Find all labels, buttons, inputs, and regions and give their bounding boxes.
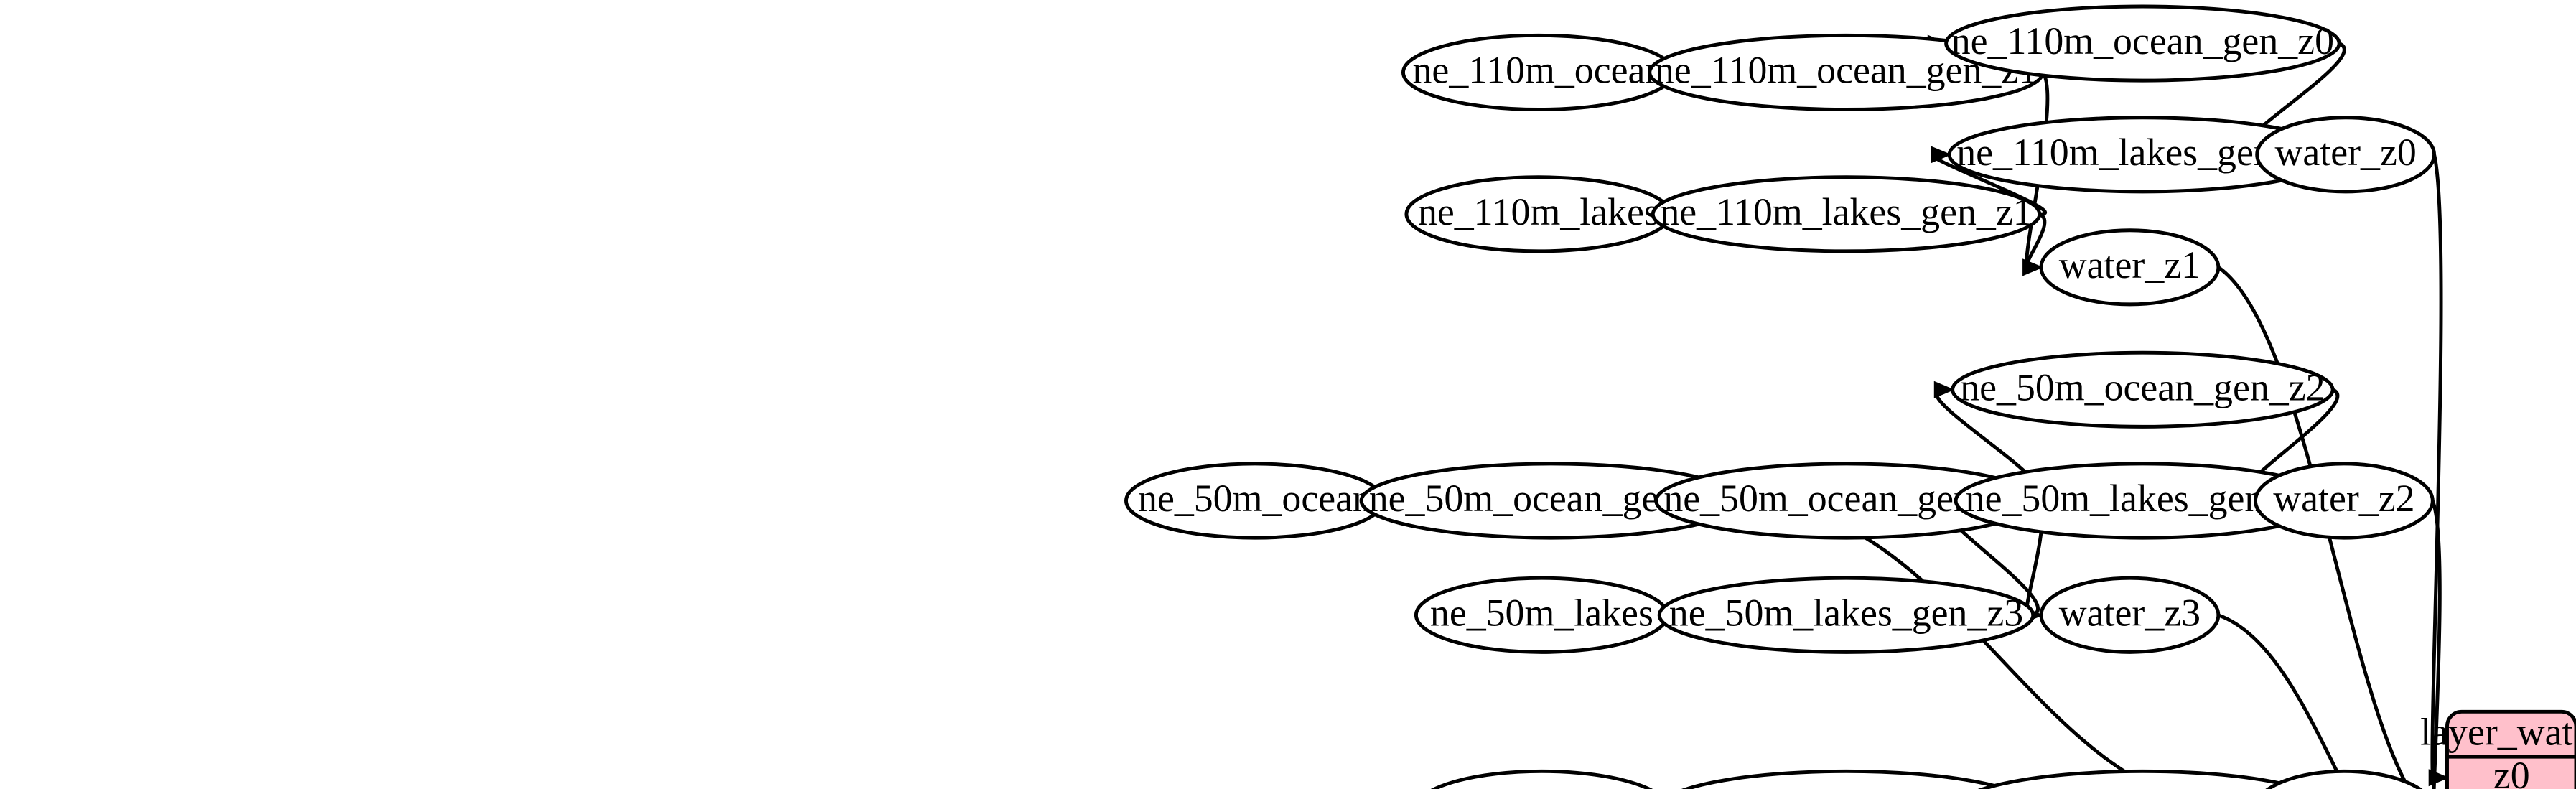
table-node-title: layer_water bbox=[2420, 710, 2576, 753]
node-shape bbox=[1681, 769, 2012, 789]
table-node-layer-water[interactable]: layer_waterz0z1z2z3z4z5z6z7z8z9z10z11z12… bbox=[2420, 709, 2576, 789]
node-label: ne_110m_ocean bbox=[1413, 49, 1665, 92]
graph-node-ne_110m_ocean_gen_z0[interactable]: ne_110m_ocean_gen_z0 bbox=[1944, 4, 2341, 83]
graph-node-water_z1[interactable]: water_z1 bbox=[2039, 228, 2221, 307]
node-label: ne_110m_lakes_gen_z1 bbox=[1660, 190, 2032, 233]
edge-arrowhead bbox=[2428, 769, 2450, 787]
graph-node-ne_110m_lakes_gen_z1[interactable]: ne_110m_lakes_gen_z1 bbox=[1651, 175, 2042, 253]
node-shape bbox=[2039, 576, 2221, 654]
node-label: water_z0 bbox=[2274, 131, 2416, 174]
node-shape bbox=[2255, 116, 2437, 194]
node-shape bbox=[1430, 769, 1653, 789]
node-shape bbox=[1944, 4, 2341, 83]
node-label: ne_10m_lakes_gen_z5 bbox=[1669, 785, 2023, 789]
edge-arrowhead bbox=[1931, 146, 1952, 164]
node-shape bbox=[1951, 350, 2335, 429]
edge bbox=[2431, 500, 2442, 789]
graph-node-ne_10m_lakes[interactable]: ne_10m_lakes bbox=[1416, 769, 1667, 789]
graph-node-water_z3[interactable]: water_z3 bbox=[2039, 576, 2221, 654]
nodes-layer: imposm3osm_water_polygonosm_ocean_polygo… bbox=[1124, 4, 2437, 789]
table-node-layer: layer_waterz0z1z2z3z4z5z6z7z8z9z10z11z12… bbox=[2420, 709, 2576, 789]
node-label: ne_10m_lakes bbox=[1430, 785, 1653, 789]
edge bbox=[2022, 212, 2047, 276]
node-label: water_z1 bbox=[2059, 243, 2201, 286]
node-shape bbox=[1977, 769, 2307, 789]
graph-node-ne_50m_ocean_gen_z2[interactable]: ne_50m_ocean_gen_z2 bbox=[1951, 350, 2335, 429]
edge-arrowhead bbox=[1933, 381, 1955, 398]
node-shape bbox=[2265, 769, 2423, 789]
node-label: ne_50m_ocean bbox=[1138, 477, 1372, 520]
edge bbox=[1931, 146, 2048, 216]
node-label: ne_50m_ocean_gen_z2 bbox=[1960, 365, 2325, 408]
graph-node-ne_110m_ocean[interactable]: ne_110m_ocean bbox=[1401, 33, 1676, 111]
node-shape bbox=[1657, 576, 2035, 654]
graph-node-ne_110m_ocean_gen_z1[interactable]: ne_110m_ocean_gen_z1 bbox=[1648, 33, 2045, 111]
node-shape bbox=[2039, 228, 2221, 307]
node-label: ne_110m_ocean_gen_z0 bbox=[1951, 19, 2334, 62]
node-label: water_z3 bbox=[2059, 591, 2201, 634]
node-label: water_z2 bbox=[2273, 477, 2414, 520]
node-label: water_z4 bbox=[2273, 785, 2414, 789]
node-label: ne_110m_lakes bbox=[1418, 190, 1659, 233]
node-label: ne_50m_lakes_gen_z3 bbox=[1669, 591, 2023, 634]
edge-arrowhead bbox=[2022, 258, 2043, 276]
table-cell-label: z0 bbox=[2493, 754, 2530, 789]
node-label: ne_10m_lakes_gen_z4 bbox=[1966, 785, 2320, 789]
node-shape bbox=[2253, 462, 2435, 540]
graph-node-ne_50m_lakes[interactable]: ne_50m_lakes bbox=[1414, 576, 1669, 654]
node-label: ne_50m_lakes bbox=[1430, 591, 1653, 634]
table-cell-shape bbox=[2445, 755, 2576, 789]
graph-node-water_z4[interactable]: water_z4 bbox=[2255, 769, 2432, 789]
edge bbox=[2217, 266, 2412, 789]
edge bbox=[2218, 613, 2348, 789]
table-row-z0[interactable]: z0 bbox=[2445, 754, 2576, 789]
graph-node-water_z2[interactable]: water_z2 bbox=[2253, 462, 2435, 540]
graph-node-ne_110m_lakes[interactable]: ne_110m_lakes bbox=[1404, 175, 1673, 253]
graph-node-ne_50m_ocean[interactable]: ne_50m_ocean bbox=[1124, 462, 1386, 540]
node-shape bbox=[1651, 175, 2042, 253]
graph-node-ne_10m_lakes_gen_z5[interactable]: ne_10m_lakes_gen_z5 bbox=[1659, 769, 2033, 789]
graph-node-ne_50m_lakes_gen_z3[interactable]: ne_50m_lakes_gen_z3 bbox=[1657, 576, 2035, 654]
graph-node-ne_10m_lakes_gen_z4[interactable]: ne_10m_lakes_gen_z4 bbox=[1956, 769, 2330, 789]
graph-node-water_z0[interactable]: water_z0 bbox=[2255, 116, 2437, 194]
